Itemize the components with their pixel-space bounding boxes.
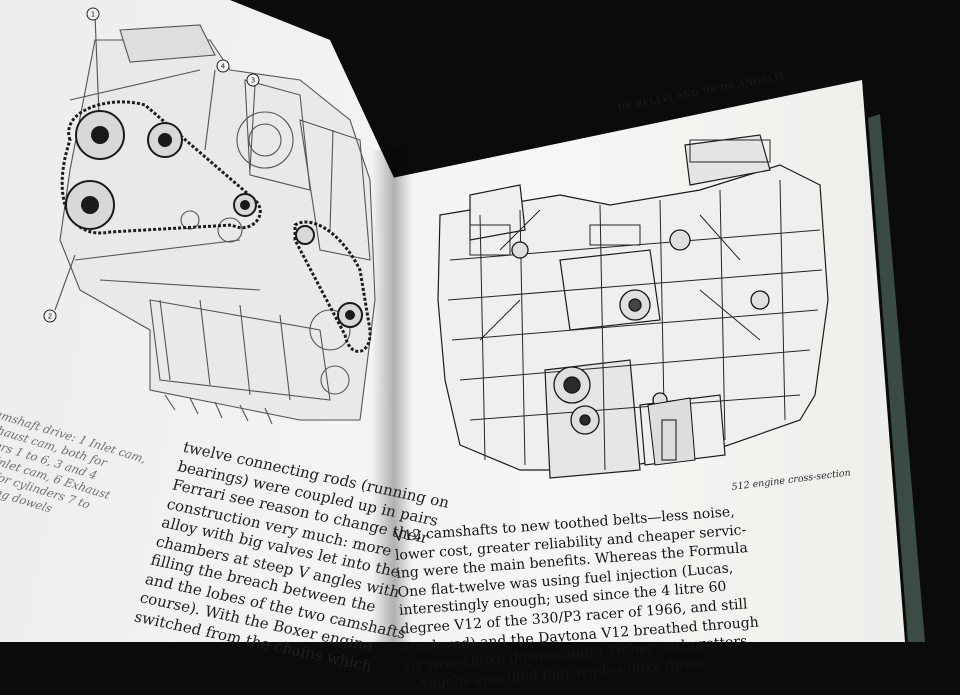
callout-number: 2 — [48, 313, 52, 321]
callout-marker — [246, 73, 260, 87]
callout-number: 3 — [251, 77, 255, 85]
callout-marker — [216, 59, 230, 73]
right-body-text: V12 camshafts to new toothed belts—less … — [393, 502, 764, 695]
book-photo: 1 2 3 4 — [0, 0, 925, 675]
engine-cross-section-diagram — [437, 134, 829, 479]
book-gutter-shadow — [372, 150, 412, 642]
callout-number: 1 — [91, 11, 95, 19]
callout-number: 4 — [221, 63, 226, 71]
callout-marker — [43, 309, 57, 323]
camshaft-drive-diagram: 1 2 3 4 — [43, 7, 376, 425]
callout-marker — [86, 7, 100, 21]
